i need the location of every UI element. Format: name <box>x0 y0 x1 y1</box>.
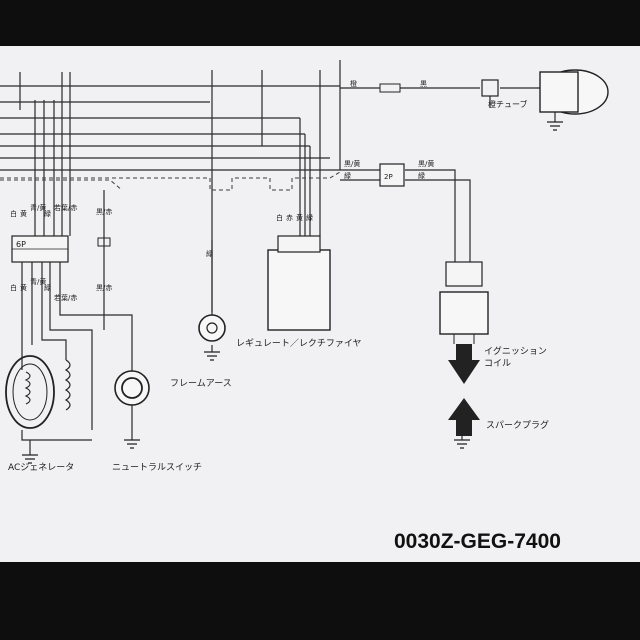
connector-6p-label: 6P <box>16 240 26 249</box>
ac-generator <box>5 355 55 429</box>
svg-text:青/黄: 青/黄 <box>30 203 46 212</box>
svg-text:赤: 赤 <box>286 214 293 222</box>
regulator-label: レギュレート／レクチファイヤ <box>236 338 362 349</box>
spark-plug-up-arrow <box>448 398 480 436</box>
svg-text:黄: 黄 <box>20 283 27 292</box>
gen-ground-line <box>21 430 92 441</box>
harness-sheath <box>0 171 341 191</box>
gen-top-labels: 白 黄 青/黄 緑 若葉/赤 <box>10 203 77 218</box>
ign-right2-label: 緑 <box>418 171 425 180</box>
ignition-coil-connector <box>445 261 483 287</box>
ign-left-label: 黒/黄 <box>344 159 360 168</box>
svg-text:緑: 緑 <box>44 283 51 292</box>
svg-text:黄: 黄 <box>20 209 27 218</box>
neutral-inline-connector <box>97 237 111 247</box>
neutral-top-label: 黒/赤 <box>96 208 112 216</box>
regulator-wire-labels: 白 赤 黄 緑 <box>276 213 313 222</box>
svg-text:白: 白 <box>276 213 283 222</box>
neutral-switch-label: ニュートラルスイッチ <box>112 462 202 473</box>
ign-wire-d <box>405 179 471 262</box>
ign-right-label: 黒/黄 <box>418 159 434 168</box>
frame-wire-label: 緑 <box>206 249 213 258</box>
frame-earth-label: フレームアース <box>170 378 232 389</box>
generator-coil-2 <box>24 371 31 405</box>
regulator-connector <box>277 235 321 253</box>
manual-page: 6P 2P <box>0 46 640 562</box>
gen-wire-5 <box>59 262 133 375</box>
ac-generator-label: ACジェネレータ <box>8 462 74 473</box>
part-number: 0030Z-GEG-7400 <box>394 530 561 553</box>
svg-text:青/黄: 青/黄 <box>30 277 46 286</box>
wire-orange-label: 橙 <box>350 79 357 88</box>
generator-coil-1 <box>64 359 71 411</box>
neutral-bottom-label: 黒/赤 <box>96 284 112 292</box>
svg-text:白: 白 <box>10 209 17 218</box>
wire-black-label: 黒 <box>420 80 427 88</box>
frame-earth-ring <box>198 314 226 342</box>
harness-sheath-left <box>0 179 123 191</box>
ign-wire-c <box>405 169 456 262</box>
connector-2p-label: 2P <box>384 173 393 181</box>
gen-wire-3 <box>41 262 67 360</box>
ignition-coil-label-2: コイル <box>484 359 511 369</box>
neutral-switch <box>114 370 150 406</box>
svg-text:若葉/赤: 若葉/赤 <box>54 293 77 302</box>
spark-plug-label: スパークプラグ <box>486 419 549 431</box>
svg-text:緑: 緑 <box>44 209 51 218</box>
ignition-down-arrow <box>448 344 480 384</box>
ign-left2-label: 緑 <box>344 171 351 180</box>
inline-resistor <box>379 83 401 93</box>
ignition-coil-body <box>439 291 489 335</box>
ignition-coil-label-1: イグニッション <box>484 345 547 357</box>
wiring-diagram: 6P 2P <box>0 60 609 553</box>
connector-2p <box>379 163 405 187</box>
orange-tube-label: 橙チューブ <box>488 99 528 109</box>
svg-text:黄: 黄 <box>296 213 303 222</box>
svg-text:若葉/赤: 若葉/赤 <box>54 203 77 212</box>
gen-wire-4 <box>49 262 93 430</box>
ground-symbols <box>22 121 563 464</box>
regulator-body <box>267 249 331 331</box>
svg-text:緑: 緑 <box>306 213 313 222</box>
gen-bottom-labels: 白 黄 青/黄 緑 若葉/赤 <box>10 277 77 302</box>
svg-text:白: 白 <box>10 283 17 292</box>
tube-connector <box>481 79 499 97</box>
